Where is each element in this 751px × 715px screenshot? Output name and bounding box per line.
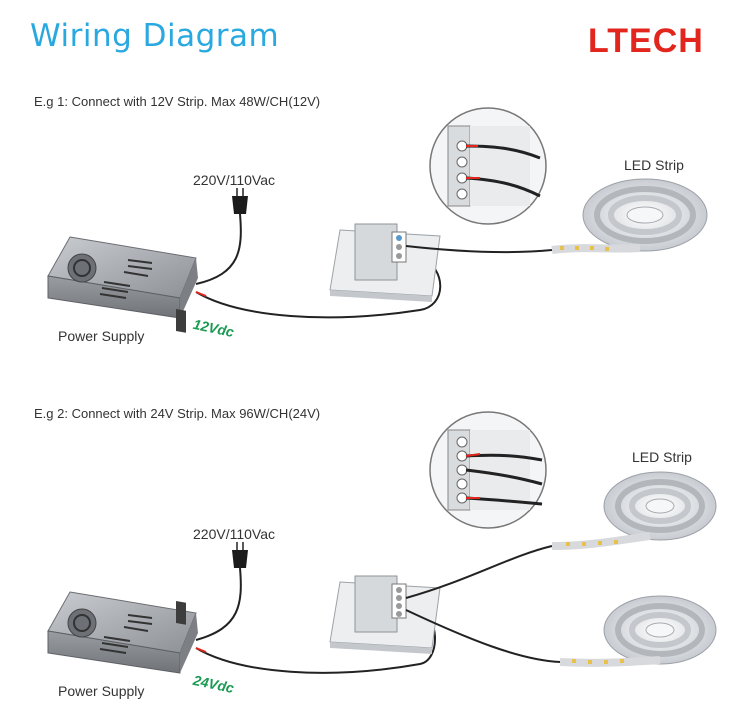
example1-mains-label: 220V/110Vac: [193, 172, 275, 188]
example1-diagram: [47, 107, 708, 333]
example1-mains-plug-icon: [232, 188, 248, 214]
example2-terminal-zoom-icon: [429, 411, 547, 529]
example2-power-supply-label: Power Supply: [58, 683, 145, 699]
example2-diagram: [47, 411, 717, 674]
example2-led-strip-top-icon: [551, 471, 717, 550]
example2-led-strip-label: LED Strip: [632, 449, 692, 465]
example2-power-supply-icon: [47, 591, 198, 674]
example1-led-strip-icon: [551, 178, 708, 254]
example1-caption: E.g 1: Connect with 12V Strip. Max 48W/C…: [34, 94, 321, 109]
example2-mains-label: 220V/110Vac: [193, 526, 275, 542]
example1-power-supply-label: Power Supply: [58, 328, 145, 344]
example1-led-strip-label: LED Strip: [624, 157, 684, 173]
example1-controller-icon: [329, 223, 441, 302]
example1-power-supply-icon: [47, 236, 198, 333]
example2-mains-plug-icon: [232, 542, 248, 568]
example1-terminal-zoom-icon: [429, 107, 547, 225]
example2-controller-icon: [329, 575, 441, 654]
example2-led-strip-bottom-icon: [559, 595, 717, 667]
brand-logo: LTECH: [588, 22, 704, 60]
example2-caption: E.g 2: Connect with 24V Strip. Max 96W/C…: [34, 406, 321, 421]
page-title: Wiring Diagram: [30, 18, 280, 54]
